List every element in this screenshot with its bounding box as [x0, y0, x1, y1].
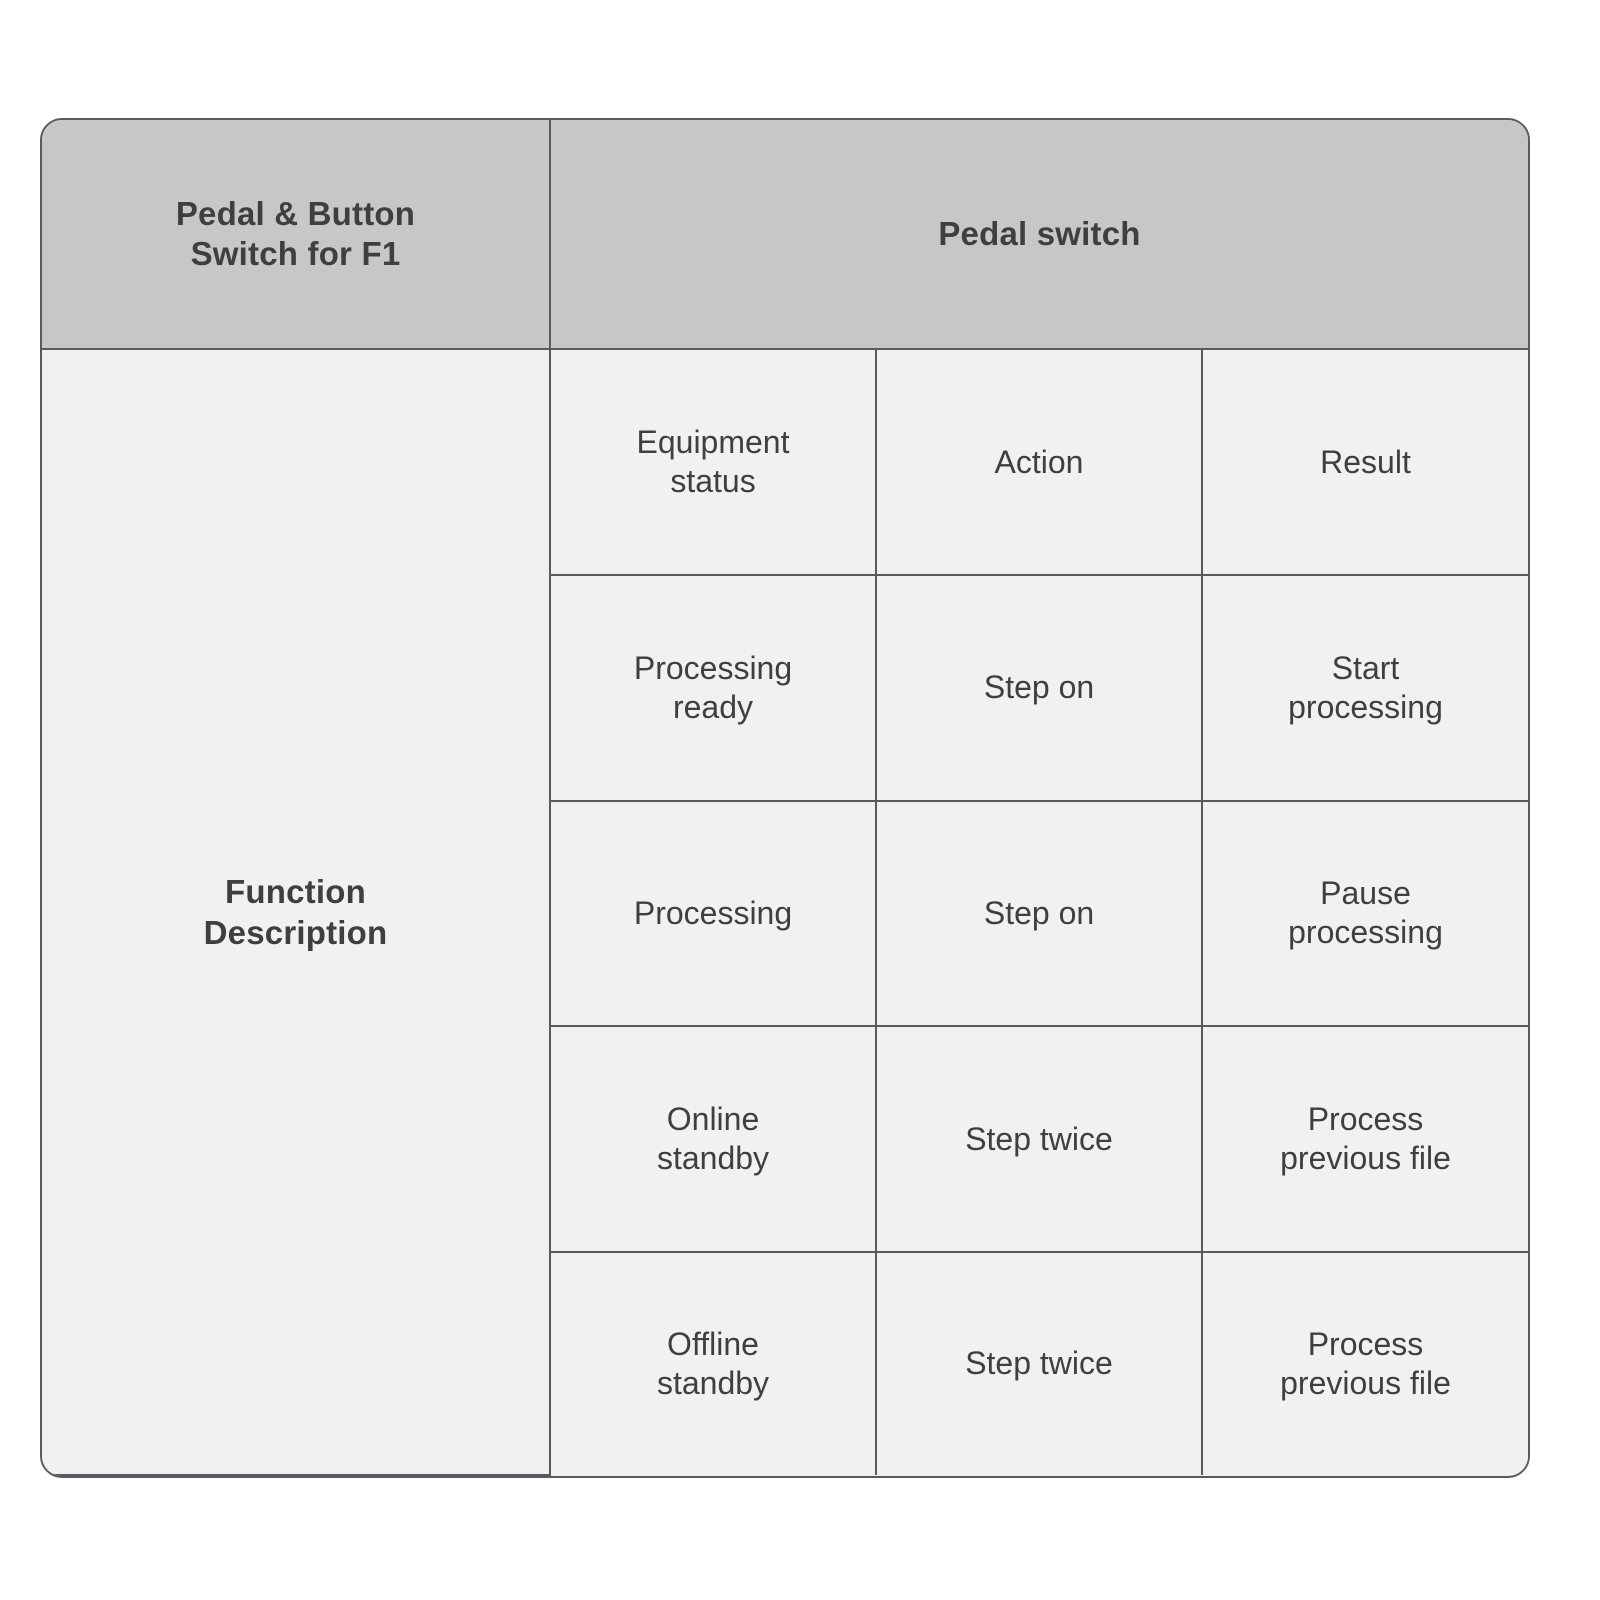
cell-result-row2-line2: processing [1288, 914, 1443, 951]
table-header-row: Pedal & Button Switch for F1 Pedal switc… [42, 120, 1528, 351]
cell-action-row1: Step on [875, 573, 1203, 802]
cell-result-row2-line1: Pause [1320, 875, 1411, 912]
table-subheader-row: Function Description Equipment status Ac… [42, 348, 1528, 1476]
row-label-function-description: Function Description [42, 348, 551, 1476]
column-header-equipment-status-line1: Equipment [636, 424, 790, 461]
cell-status-row1: Processing ready [550, 573, 877, 802]
cell-status-row4-line1: Offline [667, 1325, 759, 1362]
table-row: Processing Step on Pause processing [42, 799, 1528, 1028]
row-label-line2: Description [203, 914, 388, 952]
cell-action-row4: Step twice [875, 1250, 1203, 1475]
cell-action-row2: Step on [875, 799, 1203, 1028]
row-label-line1: Function [225, 872, 366, 910]
cell-result-row3-line1: Process [1307, 1101, 1424, 1138]
cell-status-row2: Processing [550, 799, 877, 1028]
cell-status-row3-line1: Online [666, 1101, 760, 1138]
cell-result-row1-line1: Start [1331, 649, 1400, 686]
cell-status-row3-line2: standby [656, 1140, 770, 1177]
table-row: Processing ready Step on Start processin… [42, 573, 1528, 802]
cell-result-row4: Process previous file [1201, 1250, 1528, 1475]
cell-result-row4-line1: Process [1307, 1325, 1424, 1362]
cell-result-row2: Pause processing [1201, 799, 1528, 1028]
column-header-action: Action [875, 348, 1203, 576]
cell-status-row3: Online standby [550, 1025, 877, 1253]
spec-table-container: Pedal & Button Switch for F1 Pedal switc… [40, 118, 1530, 1478]
header-cell-product-title: Pedal & Button Switch for F1 [42, 120, 551, 351]
cell-action-row3: Step twice [875, 1025, 1203, 1253]
cell-result-row4-line2: previous file [1280, 1364, 1451, 1401]
column-header-equipment-status: Equipment status [549, 348, 877, 576]
column-header-result: Result [1201, 348, 1528, 576]
cell-result-row1: Start processing [1201, 573, 1528, 802]
table-row: Offline standby Step twice Process previ… [42, 1250, 1528, 1475]
table-row: Online standby Step twice Process previo… [42, 1025, 1528, 1253]
cell-result-row3-line2: previous file [1280, 1140, 1451, 1177]
cell-status-row4: Offline standby [550, 1250, 877, 1475]
cell-status-row4-line2: standby [656, 1364, 770, 1401]
cell-status-row1-line2: ready [672, 688, 754, 725]
cell-result-row3: Process previous file [1201, 1025, 1528, 1253]
pedal-switch-spec-table: Pedal & Button Switch for F1 Pedal switc… [42, 120, 1528, 1476]
header-cell-group-pedal-switch: Pedal switch [549, 120, 1528, 351]
cell-status-row1-line1: Processing [633, 649, 793, 686]
column-header-equipment-status-line2: status [670, 463, 756, 500]
product-title-line2: Switch for F1 [190, 235, 401, 273]
product-title-line1: Pedal & Button [175, 194, 416, 232]
cell-result-row1-line2: processing [1288, 688, 1443, 725]
